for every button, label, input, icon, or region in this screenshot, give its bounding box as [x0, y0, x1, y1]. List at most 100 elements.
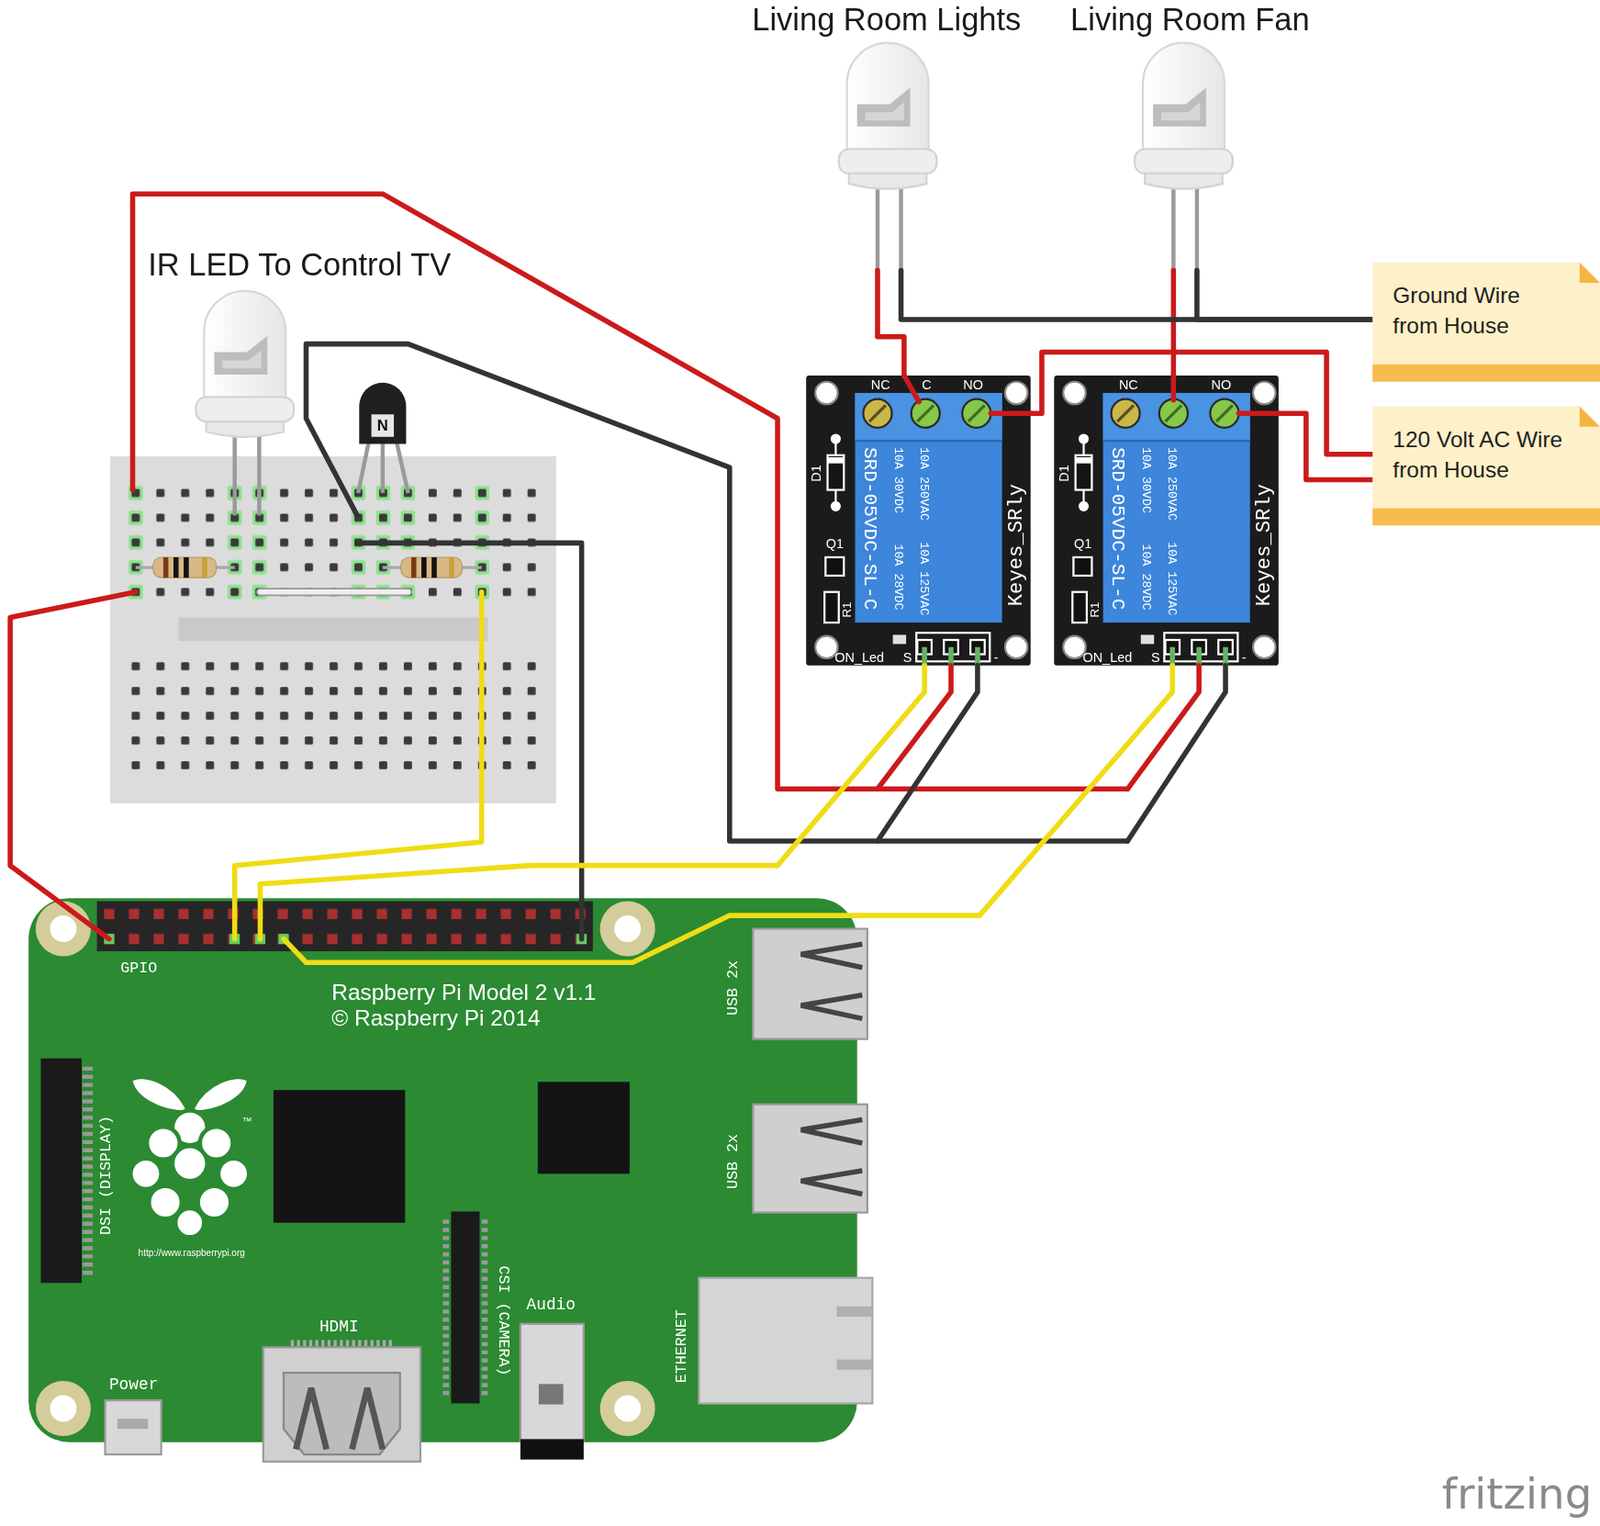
- raspberry-pi-illustration: [614, 915, 641, 942]
- board-label: ™: [241, 1115, 252, 1128]
- board-label: http://www.raspberrypi.org: [138, 1247, 246, 1258]
- raspberry-pi-illustration: [278, 933, 289, 944]
- pin-label: 10A 28VDC: [890, 543, 906, 610]
- pin-label: R1: [1087, 601, 1103, 617]
- pin-label: -: [1241, 649, 1247, 666]
- raspberry-pi-illustration: [103, 933, 114, 944]
- wire: [234, 592, 482, 940]
- raspberry-logo: [130, 1076, 187, 1113]
- component-label: IR LED To Control TV: [147, 246, 453, 284]
- pin-label: S: [903, 649, 913, 666]
- breadboard: [123, 481, 149, 605]
- raspberry-pi-illustration: [538, 1383, 564, 1404]
- relay-symbol: [805, 375, 1279, 666]
- transistor-symbol: [358, 382, 406, 445]
- pin-label: D1: [807, 464, 824, 482]
- led-symbol: [898, 183, 903, 270]
- note-text: 120 Volt AC Wire from House: [1392, 424, 1567, 486]
- led-symbol: [1195, 183, 1199, 270]
- breadboard: [123, 653, 545, 778]
- jumper-wire: [259, 587, 408, 596]
- note-box: 120 Volt AC Wire from House: [1372, 405, 1600, 526]
- board-label: Audio: [526, 1296, 576, 1315]
- pin-label: 10A 125VAC: [1163, 541, 1179, 616]
- pin-label: C: [921, 376, 931, 392]
- board-label: USB 2x: [724, 1133, 742, 1189]
- raspberry-pi-illustration: [255, 933, 266, 944]
- wire: [259, 665, 925, 898]
- raspberry-pi-illustration: [614, 1395, 641, 1422]
- pin-label: 10A 30VDC: [890, 447, 906, 514]
- raspberry-pi-illustration: [28, 897, 873, 1462]
- pin-label: 10A 250VAC: [1163, 447, 1179, 521]
- wire: [1238, 410, 1278, 416]
- board-label: Power: [109, 1375, 158, 1394]
- raspberry-pi-illustration: [442, 1219, 449, 1399]
- jumper-wire: [259, 589, 408, 595]
- transistor-symbol: [395, 438, 408, 493]
- wire: [857, 665, 1173, 916]
- pin-label: R1: [839, 601, 855, 617]
- raspberry-pi-illustration: [520, 1438, 584, 1459]
- resistor-symbol: [163, 557, 169, 578]
- raspberry-pi-illustration: [49, 1395, 77, 1422]
- raspberry-pi-illustration: [35, 1380, 91, 1436]
- relay-symbol: [1053, 375, 1279, 666]
- raspberry-logo: [130, 1076, 249, 1237]
- note-text: Ground Wire from House: [1392, 280, 1567, 343]
- breadboard: [370, 481, 396, 605]
- board-label: ETHERNET: [672, 1309, 691, 1383]
- breadboard: [179, 617, 489, 642]
- raspberry-pi-illustration: [28, 897, 858, 1442]
- raspberry-logo: [172, 1109, 208, 1145]
- raspberry-logo: [148, 1186, 182, 1220]
- board-label: HDMI: [319, 1317, 359, 1336]
- wire: [10, 592, 136, 940]
- raspberry-pi-illustration: [537, 1081, 630, 1174]
- raspberry-logo: [130, 1158, 161, 1189]
- transistor-symbol: [380, 438, 385, 493]
- breadboard: [110, 456, 557, 804]
- board-label: DSI (DISPLAY): [97, 1115, 115, 1235]
- resistor-symbol: [431, 557, 437, 578]
- wire: [1127, 665, 1226, 841]
- wire: [904, 375, 919, 403]
- raspberry-pi-illustration: [752, 928, 868, 1040]
- wire: [257, 897, 264, 939]
- pin-label: NC: [871, 376, 891, 392]
- raspberry-pi-illustration: [97, 901, 594, 952]
- wire: [305, 344, 1128, 841]
- raspberry-pi-illustration: [283, 1372, 401, 1455]
- board-label: CSI (CAMERA): [492, 1264, 511, 1376]
- resistor-symbol: [421, 557, 427, 578]
- wire: [1030, 352, 1373, 455]
- pin-label: NO: [1210, 376, 1231, 392]
- pin-label: NC: [1118, 376, 1139, 392]
- raspberry-logo: [218, 1158, 249, 1189]
- pin-label: 10A 28VDC: [1139, 543, 1154, 610]
- raspberry-pi-illustration: [600, 1380, 656, 1436]
- board-label: © Raspberry Pi 2014: [331, 1005, 540, 1031]
- pin-label: -: [994, 649, 999, 666]
- wire: [1171, 375, 1177, 401]
- transistor-symbol: [371, 413, 394, 437]
- led-component: Living Room Fan: [1070, 1, 1311, 270]
- led-symbol: [232, 428, 236, 515]
- jumper-wire: [259, 591, 408, 593]
- raspberry-pi-illustration: [520, 1323, 584, 1442]
- raspberry-pi-illustration: [837, 1306, 873, 1317]
- pin-label: SRD-05VDC-SL-C: [1106, 447, 1129, 610]
- transistor-symbol: [358, 382, 408, 493]
- raspberry-pi-illustration: [229, 933, 240, 944]
- note-fold: [1579, 405, 1600, 426]
- breadboard: [123, 481, 545, 605]
- wire: [901, 270, 1374, 320]
- wire: [877, 665, 952, 790]
- note-fold: [1579, 262, 1600, 283]
- pin-label: S: [1151, 649, 1161, 666]
- raspberry-pi-illustration: [801, 1118, 863, 1194]
- pin-label: ON_Led: [1082, 649, 1132, 666]
- wire: [10, 193, 1279, 963]
